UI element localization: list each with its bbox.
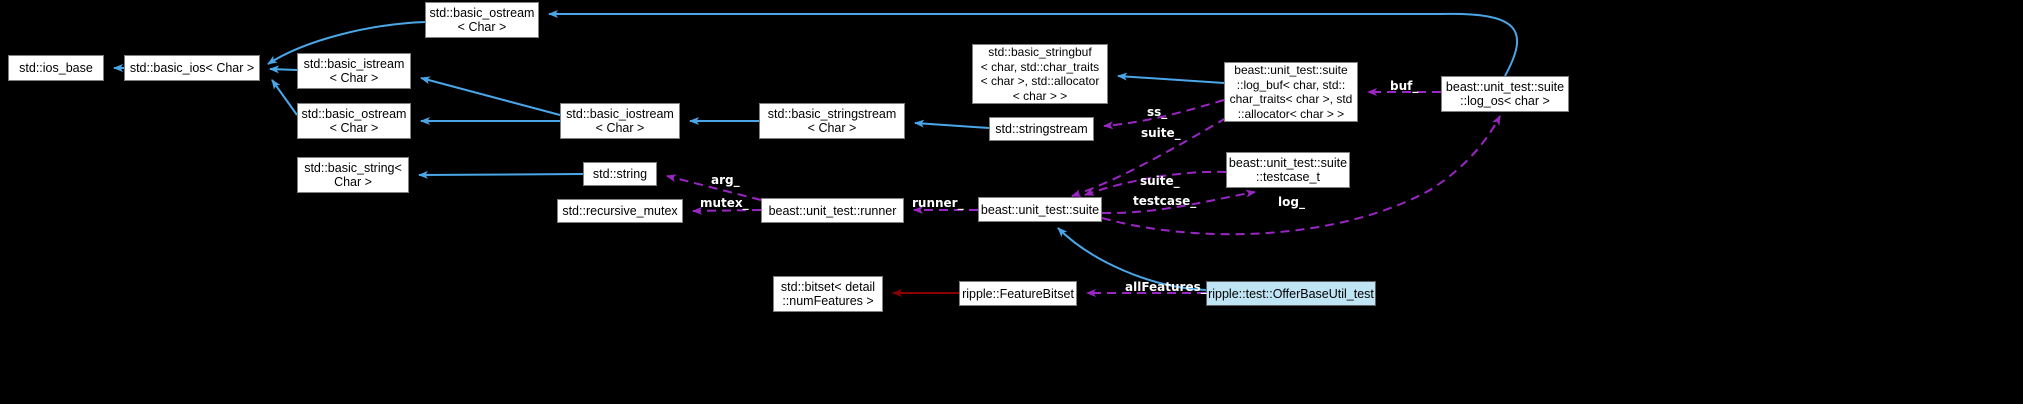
edge-label-suite-mid: suite_ <box>1140 174 1180 188</box>
node-beast-unit-test-suite-log-os[interactable]: beast::unit_test::suite ::log_os< char > <box>1441 76 1569 112</box>
edge-basic_iostream-to-basic_istream <box>420 76 561 116</box>
node-std-stringstream[interactable]: std::stringstream <box>989 117 1094 141</box>
node-std-basic-iostream[interactable]: std::basic_iostream < Char > <box>560 103 680 139</box>
node-beast-unit-test-suite[interactable]: beast::unit_test::suite <box>978 197 1102 222</box>
edge-label-mutex: mutex_ <box>700 196 749 210</box>
node-std-basic-stringbuf[interactable]: std::basic_stringbuf < char, std::char_t… <box>972 44 1108 104</box>
edge-basic_ostream_b-to-basic_ios <box>271 79 298 116</box>
node-std-basic-istream[interactable]: std::basic_istream < Char > <box>297 53 411 89</box>
edge-label-log: log_ <box>1278 195 1305 209</box>
edge-label-buf: buf_ <box>1390 79 1419 93</box>
node-ripple-test-offer-base-util-test[interactable]: ripple::test::OfferBaseUtil_test <box>1206 281 1376 306</box>
edge-string-to-basic_string <box>418 170 584 179</box>
edge-label-runner: runner_ <box>912 196 964 210</box>
edge-label-ss: ss_ <box>1147 105 1168 119</box>
edge-runner-to-recursive_mutex <box>692 206 762 215</box>
node-std-basic-ostream[interactable]: std::basic_ostream < Char > <box>297 103 411 139</box>
node-beast-unit-test-runner[interactable]: beast::unit_test::runner <box>761 198 904 223</box>
node-ripple-feature-bitset[interactable]: ripple::FeatureBitset <box>959 281 1077 306</box>
edge-log_buf-to-stringbuf <box>1117 72 1225 84</box>
node-std-string[interactable]: std::string <box>583 162 657 186</box>
node-std-ios-base[interactable]: std::ios_base <box>8 55 104 81</box>
node-std-basic-stringstream[interactable]: std::basic_stringstream < Char > <box>759 103 905 139</box>
edge-label-testcase: testcase_ <box>1133 194 1197 208</box>
node-std-bitset-num-features[interactable]: std::bitset< detail ::numFeatures > <box>773 276 883 312</box>
edge-label-all-features: allFeatures_ <box>1125 280 1207 294</box>
edge-label-suite-top: suite_ <box>1141 126 1181 140</box>
edge-label-arg: arg_ <box>711 173 740 187</box>
node-std-basic-ios[interactable]: std::basic_ios< Char > <box>124 55 260 81</box>
edge-basic_istream-to-basic_ios <box>269 65 298 74</box>
node-beast-unit-test-suite-log-buf[interactable]: beast::unit_test::suite ::log_buf< char,… <box>1224 62 1358 122</box>
node-std-basic-ostream-top[interactable]: std::basic_ostream < Char > <box>425 2 539 38</box>
node-std-recursive-mutex[interactable]: std::recursive_mutex <box>557 199 683 223</box>
node-beast-unit-test-suite-testcase-t[interactable]: beast::unit_test::suite ::testcase_t <box>1226 152 1350 188</box>
node-std-basic-string[interactable]: std::basic_string< Char > <box>297 157 409 193</box>
edge-stringstream-to-basic_stringstream <box>914 119 990 129</box>
